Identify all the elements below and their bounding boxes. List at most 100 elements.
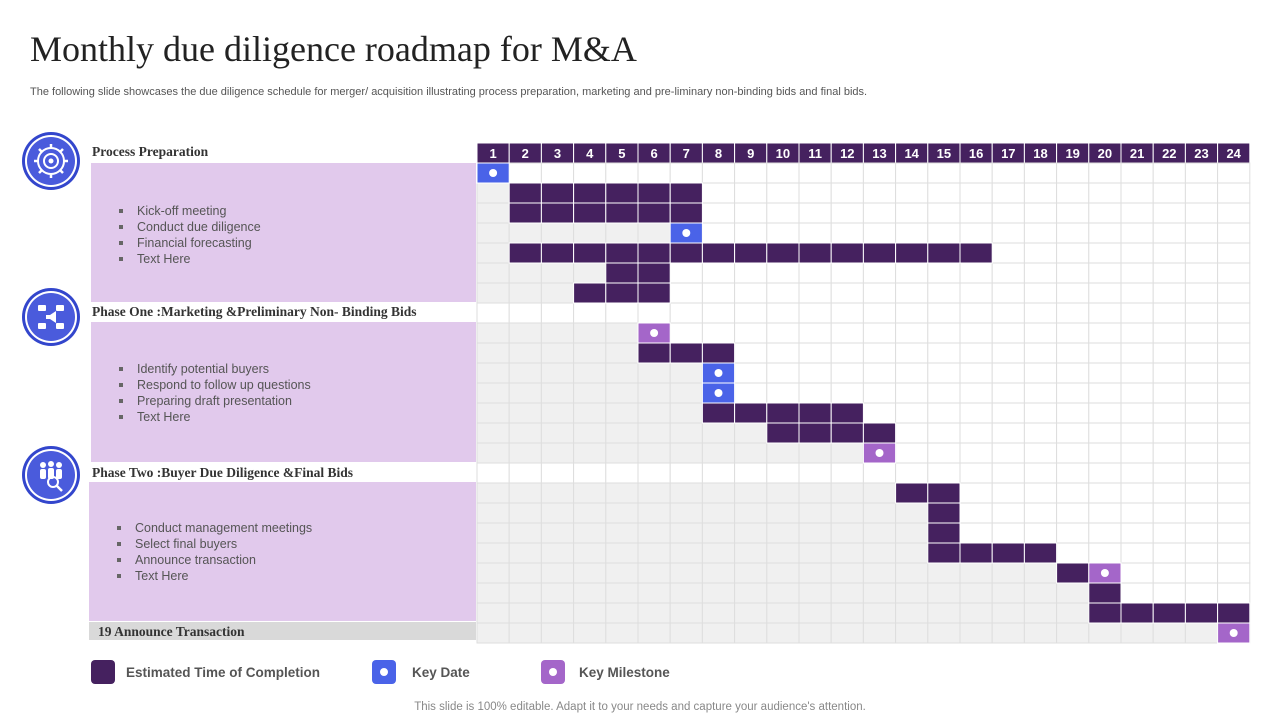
grid-cell (830, 482, 864, 504)
grid-cell (476, 422, 510, 444)
grid-cell (991, 402, 1025, 424)
key-date-dot (714, 369, 723, 377)
grid-cell (734, 182, 768, 204)
grid-cell (895, 622, 929, 644)
grid-cell (927, 622, 961, 644)
grid-cell (669, 522, 703, 544)
grid-cell (1056, 502, 1090, 524)
grid-cell (1120, 622, 1154, 644)
grid-cell (701, 522, 736, 544)
month-header-label: 2 (522, 146, 529, 161)
grid-cell (1088, 502, 1122, 524)
grid-cell (959, 282, 993, 304)
grid-cell (476, 282, 510, 304)
month-header-label: 23 (1194, 146, 1208, 161)
grid-cell (1217, 342, 1251, 364)
grid-cell (701, 542, 736, 564)
grid-cell (605, 302, 639, 324)
grid-cell (895, 442, 929, 464)
grid-cell (1023, 222, 1058, 244)
grid-cell (637, 502, 671, 524)
grid-cell (540, 522, 575, 544)
grid-cell (508, 422, 542, 444)
grid-cell (1120, 262, 1154, 284)
grid-cell (605, 542, 639, 564)
grid-cell (734, 502, 768, 524)
grid-cell (701, 302, 736, 324)
grid-cell (540, 362, 575, 384)
grid-cell (766, 282, 800, 304)
month-header-label: 5 (618, 146, 625, 161)
grid-cell (1056, 302, 1090, 324)
gantt-bar-segment (701, 402, 736, 424)
grid-cell (637, 622, 671, 644)
grid-cell (862, 622, 897, 644)
grid-cell (573, 342, 607, 364)
grid-cell (1120, 302, 1154, 324)
month-header-label: 22 (1162, 146, 1176, 161)
grid-cell (1023, 202, 1058, 224)
grid-cell (991, 602, 1025, 624)
gantt-bar-segment (508, 202, 542, 224)
gantt-bar-segment (927, 522, 961, 544)
grid-cell (862, 282, 897, 304)
grid-cell (1056, 522, 1090, 544)
grid-cell (734, 222, 768, 244)
grid-cell (637, 442, 671, 464)
grid-cell (1152, 562, 1186, 584)
grid-cell (1088, 482, 1122, 504)
grid-cell (830, 302, 864, 324)
grid-cell (927, 202, 961, 224)
list-item: Identify potential buyers (119, 361, 311, 377)
grid-cell (1152, 362, 1186, 384)
grid-cell (830, 262, 864, 284)
grid-cell (573, 522, 607, 544)
grid-cell (1120, 502, 1154, 524)
list-item: Conduct due diligence (119, 219, 261, 235)
grid-cell (1217, 422, 1251, 444)
grid-cell (701, 482, 736, 504)
grid-cell (701, 422, 736, 444)
phase-items-list: Kick-off meeting Conduct due diligence F… (119, 203, 261, 267)
grid-cell (605, 422, 639, 444)
grid-cell (734, 202, 768, 224)
grid-cell (1088, 442, 1122, 464)
grid-cell (1152, 182, 1186, 204)
grid-cell (605, 322, 639, 344)
grid-cell (1184, 302, 1219, 324)
grid-cell (895, 602, 929, 624)
grid-cell (476, 582, 510, 604)
month-header-label: 11 (808, 146, 822, 161)
grid-cell (766, 342, 800, 364)
month-header-label: 24 (1226, 146, 1241, 161)
grid-cell (895, 202, 929, 224)
grid-cell (1056, 382, 1090, 404)
grid-cell (895, 542, 929, 564)
gantt-bar-segment (1056, 562, 1090, 584)
grid-cell (895, 302, 929, 324)
grid-cell (1088, 422, 1122, 444)
grid-cell (573, 382, 607, 404)
grid-cell (734, 462, 768, 484)
grid-cell (573, 562, 607, 584)
grid-cell (766, 602, 800, 624)
key-milestone-dot (650, 329, 659, 337)
gantt-bar-segment (991, 542, 1025, 564)
grid-cell (669, 482, 703, 504)
grid-cell (605, 342, 639, 364)
grid-cell (1023, 302, 1058, 324)
grid-cell (1056, 362, 1090, 384)
grid-cell (1184, 322, 1219, 344)
gantt-bar-segment (734, 402, 768, 424)
grid-cell (830, 502, 864, 524)
gantt-bar-segment (798, 422, 832, 444)
grid-cell (1023, 322, 1058, 344)
gantt-bar-segment (605, 202, 639, 224)
month-header-label: 10 (776, 146, 790, 161)
grid-cell (798, 462, 832, 484)
grid-cell (991, 562, 1025, 584)
grid-cell (830, 602, 864, 624)
gantt-bar-segment (508, 182, 542, 204)
grid-cell (1152, 162, 1186, 184)
grid-cell (1120, 482, 1154, 504)
